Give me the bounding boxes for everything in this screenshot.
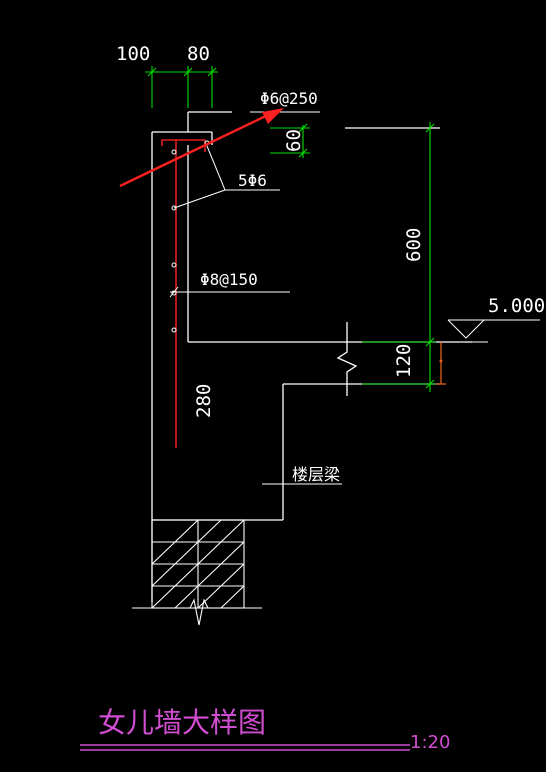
dim-600: 600 [403,228,425,262]
slab-break-line [336,322,358,396]
label-long-rebar: 5Φ6 [238,171,267,190]
elevation-value: 5.000 [488,295,545,317]
parapet-outline [151,111,472,602]
drawing-title: 女儿墙大样图 [98,706,266,739]
label-top-rebar: Φ6@250 [260,89,318,108]
dim-120: 120 [393,344,415,378]
rebar-dots [171,140,210,333]
label-beam: 楼层梁 [292,465,340,484]
slab-thickness-mark [436,342,446,385]
dim-280: 280 [193,384,215,418]
label-stirrup: Φ8@150 [200,270,258,289]
callout-arrow [119,108,284,188]
leader-lines [169,111,540,485]
dim-80: 80 [187,43,210,65]
dimension-lines [145,66,436,392]
slab-mark-dot [439,359,443,363]
title-underline [80,744,410,751]
dim-100: 100 [116,43,150,65]
drawing-scale: 1:20 [410,732,450,753]
masonry-block [132,519,262,626]
dim-60: 60 [283,129,305,152]
